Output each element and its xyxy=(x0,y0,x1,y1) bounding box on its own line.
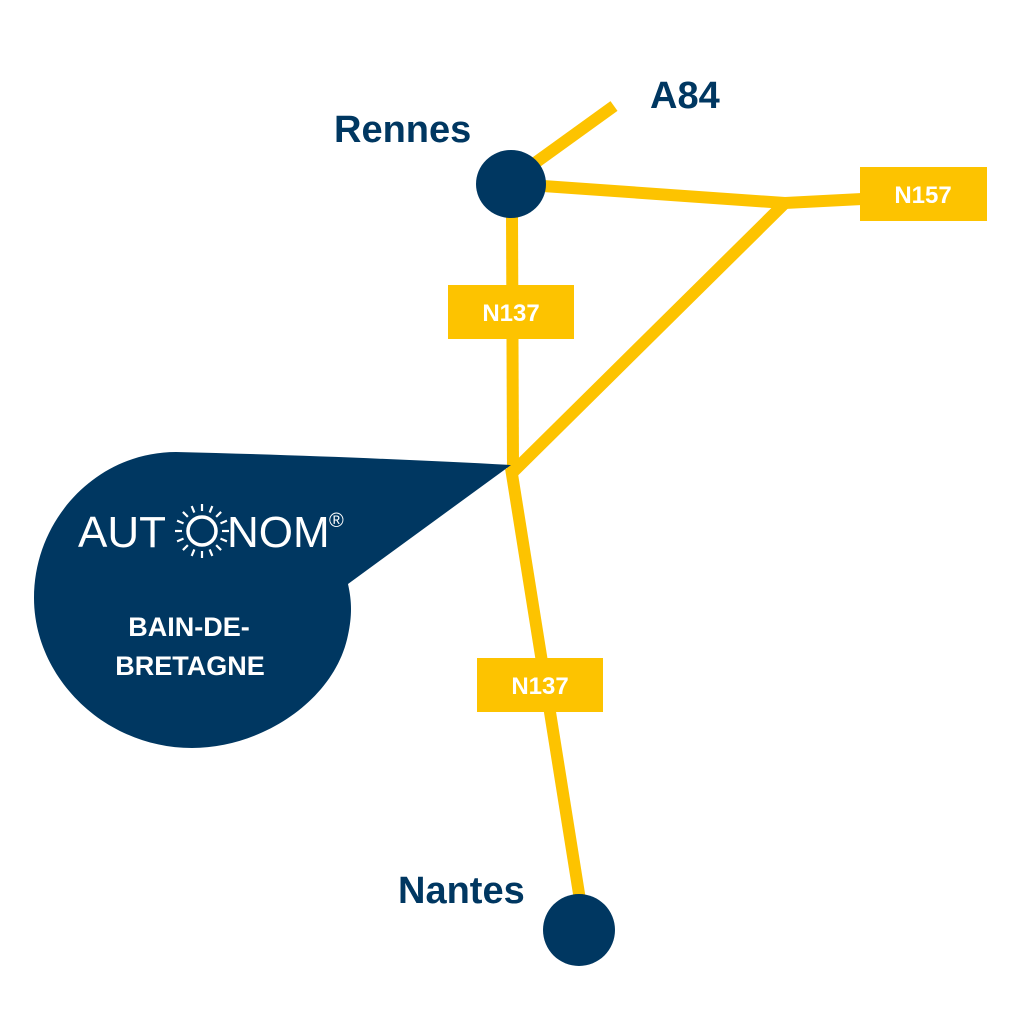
sun-ray xyxy=(215,511,222,518)
city-label-rennes: Rennes xyxy=(334,109,471,151)
road-rennes-to-n157 xyxy=(542,180,863,210)
rennes-node xyxy=(476,150,546,218)
road-a84 xyxy=(531,101,618,168)
roads xyxy=(505,101,863,901)
shield-n137-north: N137 xyxy=(448,285,574,339)
registered-mark: ® xyxy=(329,510,344,532)
shield-n157: N157 xyxy=(860,167,987,221)
brand-name-right: NOM xyxy=(227,508,330,557)
sun-ray xyxy=(220,519,228,525)
road-label-a84: A84 xyxy=(650,75,720,117)
sun-ray xyxy=(190,505,196,513)
road-n157-diagonal xyxy=(506,198,790,479)
shield-n137-south: N137 xyxy=(477,658,603,712)
svg-text:N157: N157 xyxy=(894,182,951,209)
sun-icon xyxy=(175,504,229,558)
road-n137-north xyxy=(506,214,519,471)
sun-ray xyxy=(208,505,214,513)
callout-shape xyxy=(34,452,511,748)
sun-ray xyxy=(190,549,196,557)
brand-name-left: AUT xyxy=(78,508,166,557)
location-line-2: BRETAGNE xyxy=(115,651,265,681)
location-line-1: BAIN-DE- xyxy=(128,612,250,642)
nantes-node xyxy=(543,894,615,966)
svg-text:N137: N137 xyxy=(511,673,568,700)
sun-ray xyxy=(182,511,189,518)
sun-ray xyxy=(176,537,184,543)
sun-ray xyxy=(182,544,189,551)
sun-ray xyxy=(220,537,228,543)
sun-ray xyxy=(208,549,214,557)
svg-text:N137: N137 xyxy=(482,300,539,327)
callout-bubble: AUT NOM ® BAIN-DE- BRETAGNE xyxy=(34,452,511,748)
sun-ray xyxy=(215,544,222,551)
city-label-nantes: Nantes xyxy=(398,870,525,912)
sun-ray xyxy=(176,519,184,525)
